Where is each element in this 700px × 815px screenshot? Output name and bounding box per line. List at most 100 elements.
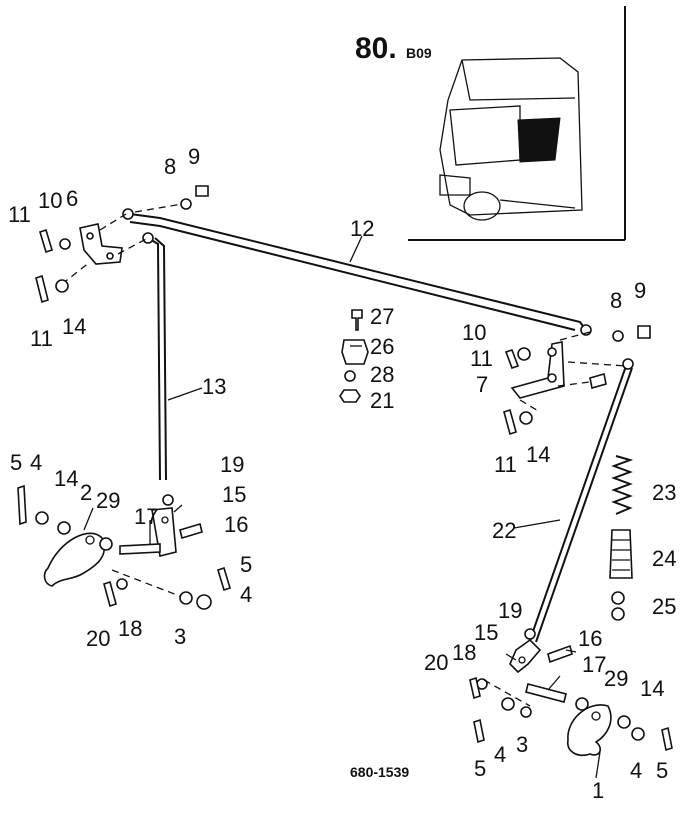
chassis-line [499,199,576,209]
callout-4: 4 [494,742,506,767]
clip-28 [344,370,356,382]
callout-10: 10 [462,320,486,345]
callout-6: 6 [66,186,78,211]
lever-2-left [43,532,106,587]
washer-8-left [180,198,192,210]
callout-20: 20 [424,650,448,675]
nut-19-right [524,628,536,640]
callout-29: 29 [604,666,628,691]
pin-11-upper-right [504,348,520,370]
sleeve-24 [609,529,633,579]
bolt-5-far-right [661,726,673,752]
callout-29: 29 [96,488,120,513]
callout-21: 21 [370,388,394,413]
cab-outline [439,57,583,216]
washer-14-upper-right [519,411,533,425]
callout-labels: 11 10 6 8 9 11 14 12 13 27 26 28 21 8 9 … [8,144,676,803]
callout-15: 15 [222,482,246,507]
pin-16-left [179,522,203,540]
callout-4: 4 [630,758,642,783]
callout-28: 28 [370,362,394,387]
block-26 [341,339,369,365]
callout-9: 9 [634,278,646,303]
callout-27: 27 [370,304,394,329]
left-lever-assembly [17,484,231,610]
spring-assembly [609,455,634,621]
washer-3-right [520,706,532,718]
callout-3: 3 [516,732,528,757]
nut-4-left [35,511,49,525]
cab-roof-line [461,59,576,101]
document-number: 680-1539 [350,764,409,780]
bracket-7-stud [589,372,607,390]
callout-17: 17 [582,652,606,677]
callout-5: 5 [656,758,668,783]
middle-small-parts [339,309,369,403]
callout-22: 22 [492,518,516,543]
callout-10: 10 [38,188,62,213]
callout-11: 11 [30,326,53,351]
nut-4-right-lower [501,697,515,711]
callout-1: 1 [592,778,604,803]
washer-14-lower-right [617,715,631,729]
callout-16: 16 [578,626,602,651]
callout-26: 26 [370,334,394,359]
rod-12 [122,208,592,336]
washer-29-right [575,697,589,711]
pin-17-right [525,683,567,703]
callout-24: 24 [652,546,676,571]
clevis-15-right [509,638,542,674]
pin-20-right [469,676,481,700]
washer-14-lower-left [57,521,71,535]
callout-11: 11 [8,202,31,227]
cab-window [449,105,521,166]
callout-15: 15 [474,620,498,645]
callout-3: 3 [174,624,186,649]
callout-14: 14 [526,442,550,467]
callout-19: 19 [220,452,244,477]
callout-14: 14 [62,314,86,339]
bracket-7-assembly [503,325,651,436]
callout-5: 5 [240,552,252,577]
washer-3-left [179,591,193,605]
pin-11-lower-right [503,408,517,436]
nut-25-lower [611,607,625,621]
callout-13: 13 [202,374,226,399]
callout-2: 2 [80,480,92,505]
callout-17: 17 [134,504,158,529]
group-suffix: B09 [406,45,432,61]
spring-23 [611,455,634,515]
bolt-5-left [17,484,27,526]
nut-25-upper [611,591,625,605]
callout-19: 19 [498,598,522,623]
callout-7: 7 [476,372,488,397]
pin-11-upper-left [39,228,53,254]
pin-16-right [547,644,573,664]
rod-22 [529,358,634,643]
lever-2-right [567,704,612,756]
nut-4-far-right [631,727,645,741]
pin-17-left [119,543,161,555]
washer-14-upper-left [55,279,69,293]
cab-side-panel-highlight [517,117,561,163]
washer-29-left [99,537,113,551]
callout-4: 4 [240,582,252,607]
callout-9: 9 [188,144,200,169]
bolt-27 [351,309,363,331]
leader-lines [83,235,601,779]
nut-4-right-of-left-lever [196,594,212,610]
callout-20: 20 [86,626,110,651]
bolt-5-mid-left [217,566,231,592]
group-number: 80. [355,32,397,65]
front-wheel [463,191,501,221]
nut-21 [339,389,361,403]
right-lever-assembly [469,628,673,756]
callout-5: 5 [474,756,486,781]
clip-9-right [637,325,651,339]
washer-8-right [612,330,624,342]
callout-18: 18 [452,640,476,665]
callout-8: 8 [164,154,176,179]
nut-19-left [162,494,174,506]
clip-9-left [195,185,209,197]
callout-14: 14 [54,466,78,491]
